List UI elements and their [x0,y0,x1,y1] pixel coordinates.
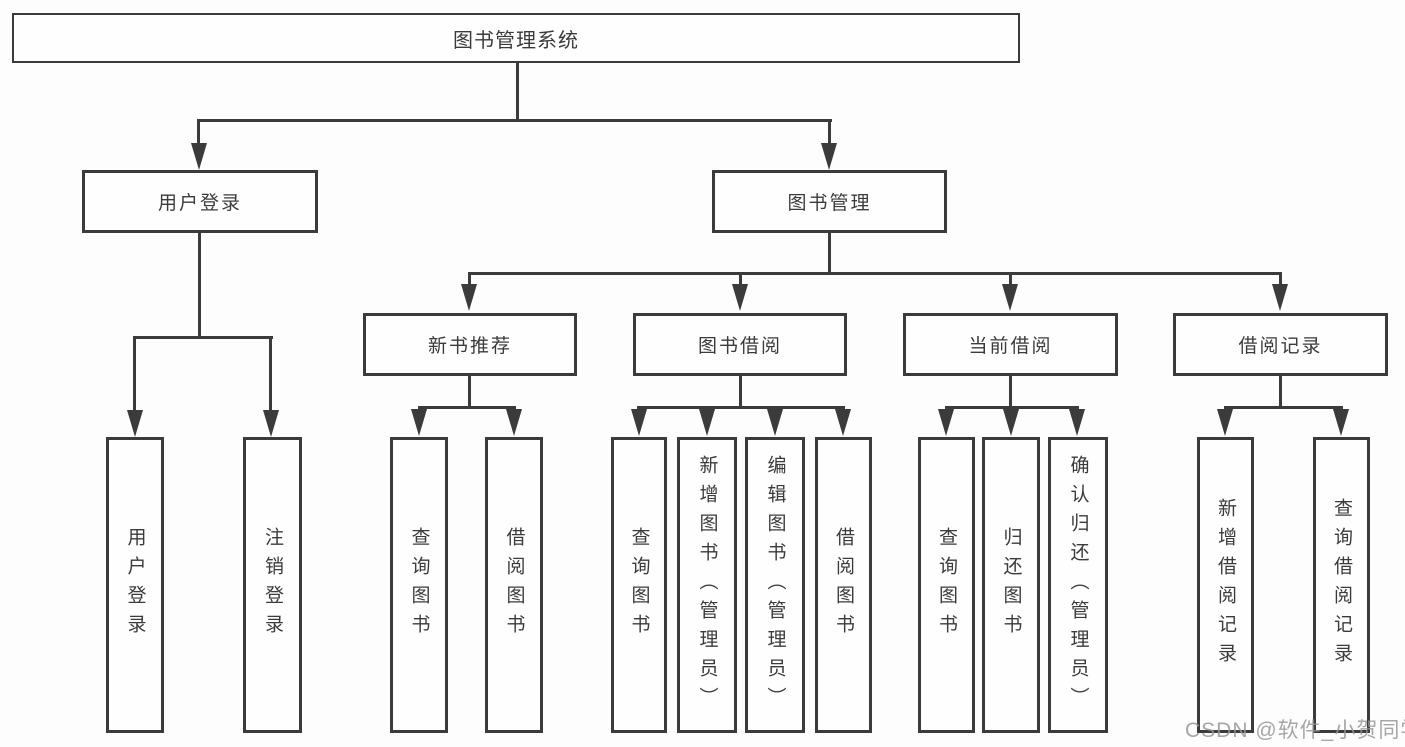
edge-stub-book-management [828,119,831,145]
arrow-down-icon [506,409,522,436]
arrow-down-icon [699,409,715,436]
leaf-borrow-books-recommend: 借阅图书 [485,437,543,733]
node-book-management: 图书管理 [712,170,947,233]
edge-stub-leaf-login [133,336,136,412]
leaf-label: 查询图书 [936,527,957,643]
arrow-down-icon [732,284,748,311]
edge-bookmgmt-vertical [828,233,831,274]
leaf-label: 用户登录 [124,527,146,643]
arrow-down-icon [1002,284,1018,311]
leaf-query-books-borrow: 查询图书 [611,437,667,733]
node-current-borrow: 当前借阅 [903,313,1118,376]
leaf-label: 新增图书（管理员） [696,454,718,716]
edge-current-horizontal [945,406,1079,409]
leaf-label: 确认归还（管理员） [1067,454,1089,716]
leaf-label: 新增借阅记录 [1215,498,1236,672]
edge-recommend-horizontal [418,406,516,409]
csdn-watermark: CSDN @软件_小贺同学 [1185,719,1405,742]
edge-stub-current [1009,272,1012,286]
node-borrow-records: 借阅记录 [1173,313,1388,376]
arrow-down-icon [1272,284,1288,311]
edge-stub-recommend [468,272,471,286]
leaf-label: 查询图书 [408,527,430,643]
arrow-down-icon [767,409,783,436]
leaf-return-book: 归还图书 [982,437,1040,733]
arrow-down-icon [1333,409,1349,436]
edge-stub-records [1279,272,1282,286]
leaf-query-books-recommend: 查询图书 [390,437,448,733]
arrow-down-icon [1003,409,1019,436]
arrow-down-icon [821,143,837,170]
node-user-login: 用户登录 [82,170,318,233]
arrow-down-icon [1069,409,1085,436]
arrow-down-icon [411,409,427,436]
edge-root-vertical [516,62,519,119]
leaf-label: 借阅图书 [503,527,525,643]
leaf-borrow-books: 借阅图书 [815,437,872,733]
edge-bookmgmt-horizontal [468,272,1281,275]
node-book-borrow: 图书借阅 [633,313,847,376]
leaf-label: 查询图书 [628,527,650,643]
node-new-book-recommend: 新书推荐 [363,313,577,376]
leaf-confirm-return-admin: 确认归还（管理员） [1048,437,1108,733]
arrow-down-icon [127,410,143,437]
leaf-label: 归还图书 [1000,527,1022,643]
leaf-label: 借阅图书 [833,527,854,643]
arrow-down-icon [263,410,279,437]
arrow-down-icon [631,409,647,436]
edge-userlogin-horizontal [133,336,273,339]
edge-stub-user-login [197,119,200,145]
edge-stub-borrow [739,272,742,286]
leaf-logout: 注销登录 [243,437,302,733]
edge-current-vertical [1009,376,1012,408]
leaf-label: 编辑图书（管理员） [764,454,786,716]
leaf-edit-book-admin: 编辑图书（管理员） [745,437,805,733]
edge-records-vertical [1279,376,1282,408]
leaf-query-books-current: 查询图书 [918,437,975,733]
leaf-user-login: 用户登录 [106,437,164,733]
edge-borrow-vertical [739,376,742,408]
leaf-query-borrow-record: 查询借阅记录 [1313,437,1370,733]
node-root: 图书管理系统 [12,13,1020,63]
arrow-down-icon [461,284,477,311]
edge-stub-leaf-logout [269,336,272,412]
leaf-label: 注销登录 [262,527,283,643]
edge-records-horizontal [1224,406,1343,409]
arrow-down-icon [835,409,851,436]
arrow-down-icon [1217,409,1233,436]
edge-root-horizontal [197,119,832,122]
leaf-add-book-admin: 新增图书（管理员） [677,437,737,733]
edge-borrow-horizontal [637,406,845,409]
arrow-down-icon [938,409,954,436]
edge-recommend-vertical [468,376,471,408]
arrow-down-icon [191,143,207,170]
edge-userlogin-vertical [198,233,201,338]
leaf-add-borrow-record: 新增借阅记录 [1197,437,1254,733]
leaf-label: 查询借阅记录 [1331,498,1352,672]
